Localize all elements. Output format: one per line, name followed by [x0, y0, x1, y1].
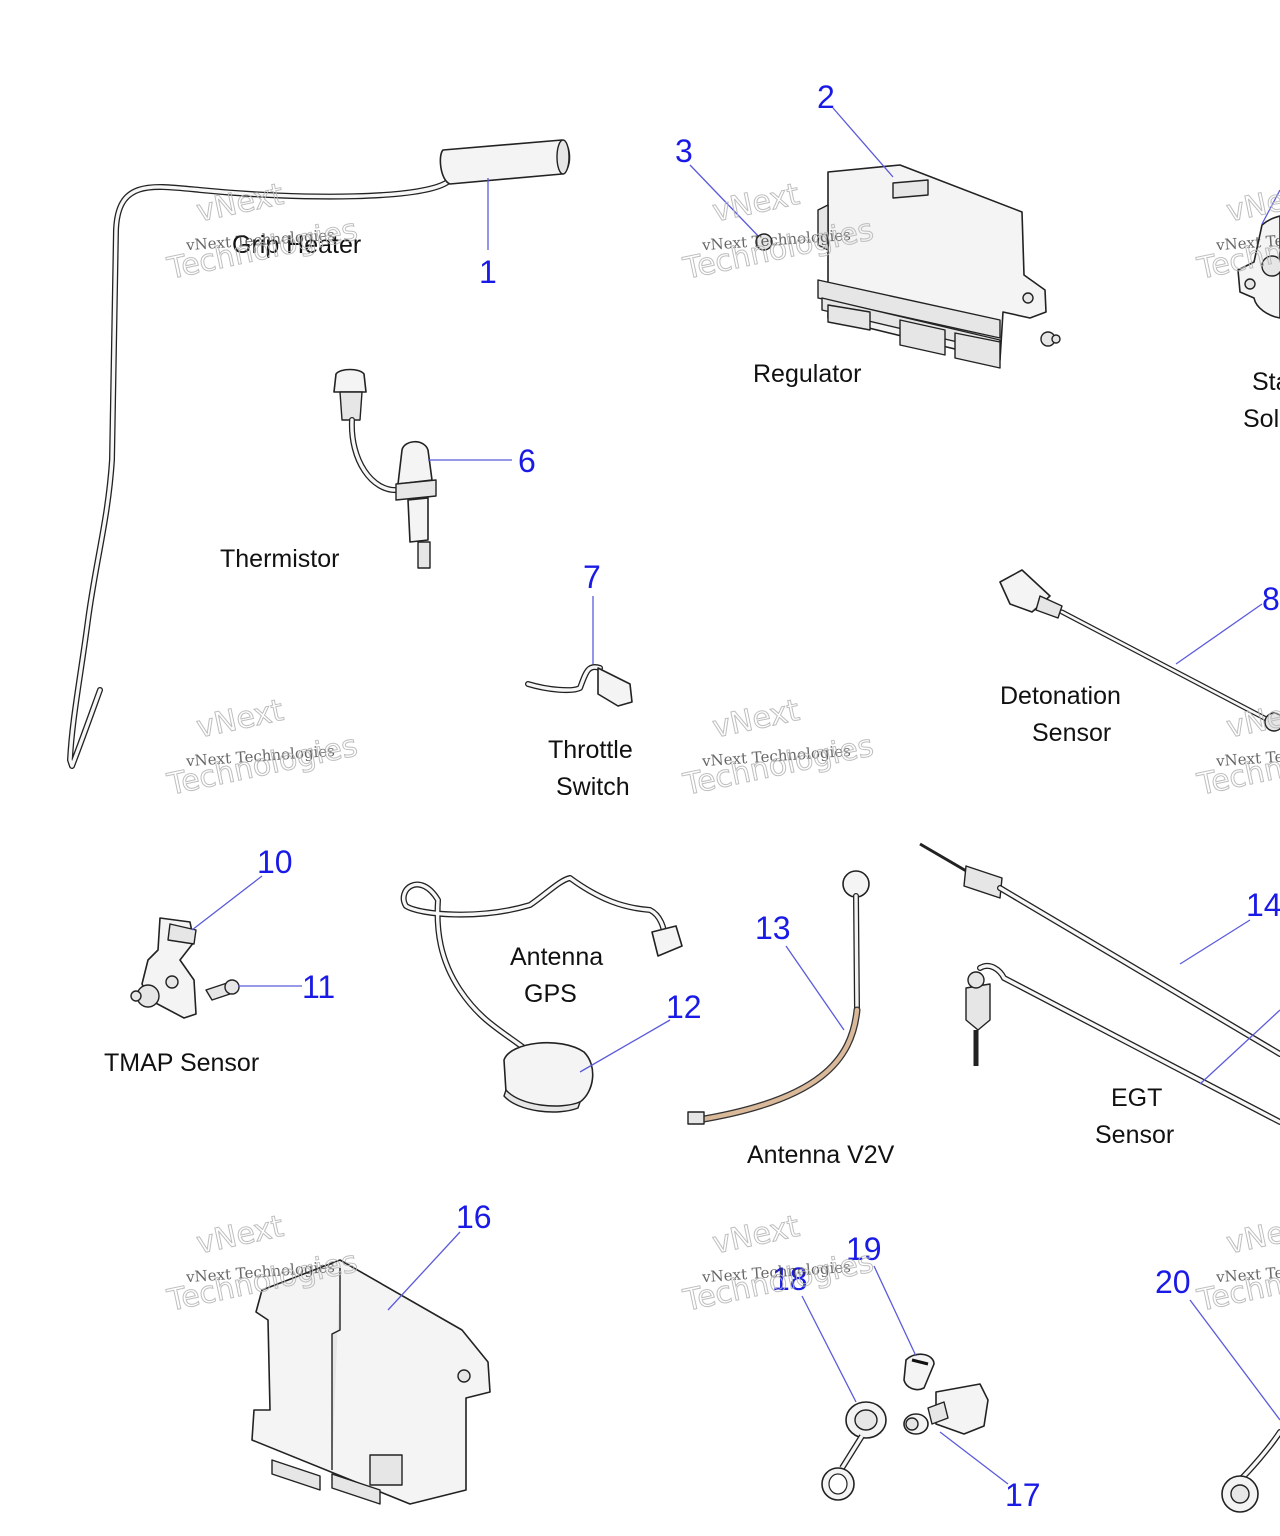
watermark: vNext vNext Technologies Technologies: [1193, 693, 1280, 804]
callout-11[interactable]: 11: [302, 969, 335, 1005]
svg-text:vNext: vNext: [194, 693, 287, 746]
watermark: vNext vNext Technologies Technologies: [679, 1209, 877, 1320]
svg-text:vNext: vNext: [194, 177, 287, 230]
watermark: vNext vNext Technologies Technologies: [163, 693, 361, 804]
watermark: vNext vNext Technologies Technologies: [679, 693, 877, 804]
svg-text:Technologies: Technologies: [164, 212, 361, 287]
tmap-sensor-label: TMAP Sensor: [104, 1049, 259, 1077]
svg-text:vNext: vNext: [194, 1209, 287, 1262]
starter-solenoid-label-1: Sta: [1252, 368, 1280, 396]
egt-sensor-label-2: Sensor: [1095, 1121, 1174, 1149]
callout-8[interactable]: 8: [1262, 581, 1280, 617]
regulator-part[interactable]: [817, 164, 1061, 369]
callout-6[interactable]: 6: [518, 443, 536, 479]
svg-text:Technologies: Technologies: [680, 1244, 877, 1319]
svg-text:vNext: vNext: [1224, 1209, 1280, 1262]
thermistor-label: Thermistor: [220, 545, 339, 573]
callout-10[interactable]: 10: [257, 844, 293, 880]
thermistor-part[interactable]: [333, 368, 437, 569]
starter-solenoid-label-2: Sol: [1243, 405, 1279, 433]
throttle-switch-part[interactable]: [525, 664, 633, 707]
callout-13[interactable]: 13: [755, 910, 791, 946]
callout-20[interactable]: 20: [1155, 1264, 1191, 1300]
starter-solenoid-part[interactable]: [1237, 189, 1280, 319]
detonation-sensor-label-2: Sensor: [1032, 719, 1111, 747]
callout-18[interactable]: 18: [772, 1261, 808, 1297]
callout-17[interactable]: 17: [1005, 1477, 1041, 1513]
antenna-gps-label-1: Antenna: [510, 943, 603, 971]
callout-19[interactable]: 19: [846, 1231, 882, 1267]
grip-heater-part[interactable]: [67, 139, 571, 769]
detonation-sensor-part[interactable]: [999, 569, 1280, 732]
throttle-switch-label-1: Throttle: [548, 736, 633, 764]
egt-sensor-part[interactable]: [919, 842, 1280, 1125]
antenna-v2v-part[interactable]: [687, 870, 870, 1125]
svg-text:vNext: vNext: [710, 1209, 803, 1262]
antenna-v2v-label: Antenna V2V: [747, 1141, 895, 1169]
callout-12[interactable]: 12: [666, 989, 702, 1025]
connector-cap-part[interactable]: [821, 1401, 887, 1501]
connector-clip-part[interactable]: [903, 1353, 935, 1391]
regulator-label: Regulator: [753, 360, 861, 388]
regulator-screw[interactable]: [755, 233, 773, 251]
grip-heater-label: Grip Heater: [232, 231, 361, 259]
callout-7[interactable]: 7: [583, 559, 601, 595]
antenna-gps-part[interactable]: [400, 875, 683, 1113]
svg-text:vNext: vNext: [710, 693, 803, 746]
egt-sensor-label-1: EGT: [1111, 1084, 1162, 1112]
sensor-20-part[interactable]: [1221, 1429, 1280, 1513]
callout-16[interactable]: 16: [456, 1199, 492, 1235]
svg-text:Technologies: Technologies: [164, 728, 361, 803]
antenna-gps-label-2: GPS: [524, 980, 577, 1008]
callout-2[interactable]: 2: [817, 79, 835, 115]
connector-plug-part[interactable]: [903, 1383, 989, 1435]
svg-text:vNext: vNext: [710, 177, 803, 230]
callout-14[interactable]: 14: [1246, 887, 1280, 923]
callout-3[interactable]: 3: [675, 133, 693, 169]
tmap-sensor-part[interactable]: [130, 917, 197, 1019]
watermark: vNext vNext Technologies Technologies: [163, 177, 361, 288]
ecu-part[interactable]: [251, 1259, 491, 1505]
callout-1[interactable]: 1: [479, 254, 497, 290]
throttle-switch-label-2: Switch: [556, 773, 630, 801]
watermark: vNext vNext Technologies Technologies: [1193, 1209, 1280, 1320]
svg-text:Technologies: Technologies: [680, 728, 877, 803]
tmap-screw-part[interactable]: [205, 979, 240, 1001]
detonation-sensor-label-1: Detonation: [1000, 682, 1121, 710]
